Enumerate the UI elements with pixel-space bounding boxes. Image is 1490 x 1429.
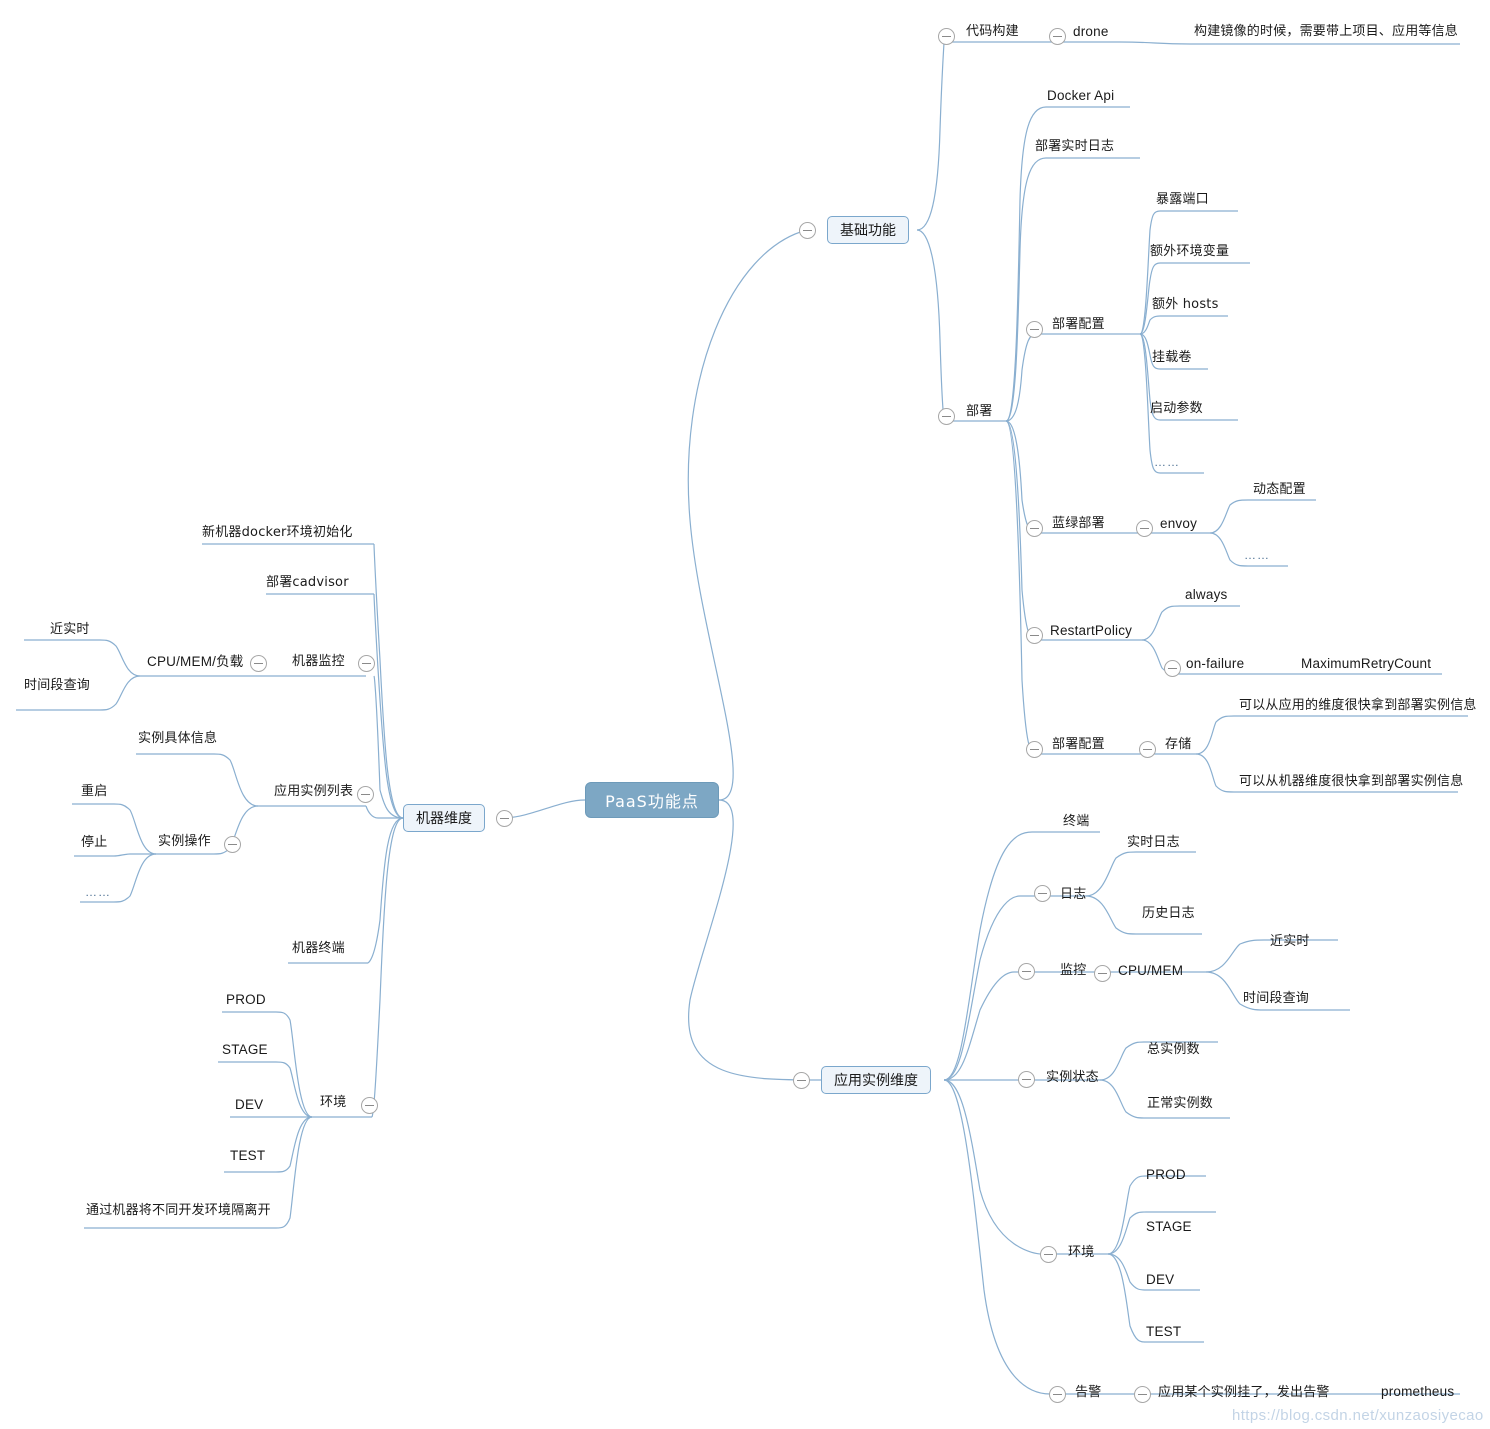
collapse-toggle-restart-policy[interactable] bbox=[1026, 627, 1043, 644]
node-cpu-mem-load[interactable]: CPU/MEM/负载 bbox=[147, 654, 244, 669]
node-envoy[interactable]: envoy bbox=[1160, 516, 1198, 531]
node-new-machine-docker-init[interactable]: 新机器docker环境初始化 bbox=[202, 525, 353, 540]
node-deploy-cadvisor[interactable]: 部署cadvisor bbox=[266, 575, 349, 590]
collapse-toggle-machine-dimension[interactable] bbox=[496, 810, 513, 827]
node-env-test-right[interactable]: TEST bbox=[1146, 1324, 1182, 1339]
node-dynamic-config[interactable]: 动态配置 bbox=[1253, 482, 1306, 497]
node-deploy-realtime-log[interactable]: 部署实时日志 bbox=[1035, 139, 1115, 154]
node-cpu-mem[interactable]: CPU/MEM bbox=[1118, 963, 1184, 978]
node-maximum-retry-count[interactable]: MaximumRetryCount bbox=[1301, 656, 1432, 671]
node-machine-monitoring[interactable]: 机器监控 bbox=[292, 654, 345, 669]
collapse-toggle-drone[interactable] bbox=[1049, 28, 1066, 45]
node-code-build[interactable]: 代码构建 bbox=[966, 24, 1019, 39]
collapse-toggle-blue-green-deploy[interactable] bbox=[1026, 520, 1043, 537]
collapse-toggle-instance-status[interactable] bbox=[1018, 1071, 1035, 1088]
node-terminal[interactable]: 终端 bbox=[1063, 814, 1090, 829]
node-environment-left[interactable]: 环境 bbox=[320, 1095, 347, 1110]
node-realtime-log[interactable]: 实时日志 bbox=[1127, 835, 1180, 850]
node-instance-operations[interactable]: 实例操作 bbox=[158, 834, 211, 849]
node-stop[interactable]: 停止 bbox=[81, 835, 108, 850]
node-instance-ops-ellipsis[interactable]: …… bbox=[85, 885, 111, 899]
node-prometheus[interactable]: prometheus bbox=[1381, 1384, 1455, 1399]
node-alert[interactable]: 告警 bbox=[1075, 1385, 1102, 1400]
node-env-isolation-note[interactable]: 通过机器将不同开发环境隔离开 bbox=[86, 1203, 271, 1218]
node-machine-terminal[interactable]: 机器终端 bbox=[292, 941, 345, 956]
node-env-test-left[interactable]: TEST bbox=[230, 1148, 266, 1163]
collapse-toggle-app-instance-dimension[interactable] bbox=[793, 1072, 810, 1089]
node-instance-detail[interactable]: 实例具体信息 bbox=[138, 731, 218, 746]
node-drone-note[interactable]: 构建镜像的时候，需要带上项目、应用等信息 bbox=[1194, 24, 1459, 39]
node-storage-note-machine[interactable]: 可以从机器维度很快拿到部署实例信息 bbox=[1239, 774, 1464, 789]
node-restart-always[interactable]: always bbox=[1185, 587, 1228, 602]
node-logs[interactable]: 日志 bbox=[1060, 887, 1087, 902]
node-env-stage-left[interactable]: STAGE bbox=[222, 1042, 268, 1057]
collapse-toggle-deploy-config-1[interactable] bbox=[1026, 321, 1043, 338]
collapse-toggle-cpu-mem-load[interactable] bbox=[250, 655, 267, 672]
node-deploy[interactable]: 部署 bbox=[966, 404, 993, 419]
node-drone[interactable]: drone bbox=[1073, 24, 1109, 39]
node-instance-status[interactable]: 实例状态 bbox=[1046, 1070, 1099, 1085]
node-expose-port[interactable]: 暴露端口 bbox=[1156, 192, 1209, 207]
collapse-toggle-app-instance-list[interactable] bbox=[357, 786, 374, 803]
collapse-toggle-code-build[interactable] bbox=[938, 28, 955, 45]
node-deploy-config-1[interactable]: 部署配置 bbox=[1052, 317, 1105, 332]
collapse-toggle-on-failure[interactable] bbox=[1164, 660, 1181, 677]
node-storage-note-app[interactable]: 可以从应用的维度很快拿到部署实例信息 bbox=[1239, 698, 1477, 713]
collapse-toggle-envoy[interactable] bbox=[1136, 520, 1153, 537]
node-time-range-query-left[interactable]: 时间段查询 bbox=[24, 678, 91, 693]
node-extra-hosts[interactable]: 额外 hosts bbox=[1152, 297, 1219, 312]
node-monitoring[interactable]: 监控 bbox=[1060, 963, 1087, 978]
node-near-realtime-right[interactable]: 近实时 bbox=[1270, 934, 1310, 949]
node-deploy-config-2[interactable]: 部署配置 bbox=[1052, 737, 1105, 752]
collapse-toggle-instance-operations[interactable] bbox=[224, 836, 241, 853]
branch-node-basic-features[interactable]: 基础功能 bbox=[827, 216, 909, 244]
node-env-dev-right[interactable]: DEV bbox=[1146, 1272, 1175, 1287]
node-extra-env-vars[interactable]: 额外环境变量 bbox=[1150, 244, 1230, 259]
node-total-instances[interactable]: 总实例数 bbox=[1147, 1042, 1200, 1057]
root-node[interactable]: PaaS功能点 bbox=[585, 782, 719, 818]
collapse-toggle-logs[interactable] bbox=[1034, 885, 1051, 902]
node-restart[interactable]: 重启 bbox=[81, 784, 108, 799]
collapse-toggle-alert-description[interactable] bbox=[1134, 1386, 1151, 1403]
node-deploy-config-ellipsis[interactable]: …… bbox=[1154, 455, 1180, 469]
node-mount-volume[interactable]: 挂载卷 bbox=[1152, 350, 1192, 365]
node-startup-params[interactable]: 启动参数 bbox=[1150, 401, 1203, 416]
collapse-toggle-machine-monitoring[interactable] bbox=[358, 655, 375, 672]
collapse-toggle-deploy[interactable] bbox=[938, 408, 955, 425]
branch-node-app-instance-dimension[interactable]: 应用实例维度 bbox=[821, 1066, 931, 1094]
node-time-range-query-right[interactable]: 时间段查询 bbox=[1243, 991, 1310, 1006]
node-env-dev-left[interactable]: DEV bbox=[235, 1097, 264, 1112]
collapse-toggle-alert[interactable] bbox=[1049, 1386, 1066, 1403]
node-app-instance-list[interactable]: 应用实例列表 bbox=[274, 784, 354, 799]
node-blue-green-deploy[interactable]: 蓝绿部署 bbox=[1052, 516, 1105, 531]
node-history-log[interactable]: 历史日志 bbox=[1142, 906, 1195, 921]
node-healthy-instances[interactable]: 正常实例数 bbox=[1147, 1096, 1214, 1111]
node-restart-on-failure[interactable]: on-failure bbox=[1186, 656, 1245, 671]
collapse-toggle-deploy-config-2[interactable] bbox=[1026, 741, 1043, 758]
node-envoy-ellipsis[interactable]: …… bbox=[1244, 548, 1270, 562]
collapse-toggle-monitoring[interactable] bbox=[1018, 963, 1035, 980]
node-env-stage-right[interactable]: STAGE bbox=[1146, 1219, 1192, 1234]
collapse-toggle-environment-right[interactable] bbox=[1040, 1246, 1057, 1263]
node-env-prod-right[interactable]: PROD bbox=[1146, 1167, 1186, 1182]
collapse-toggle-cpu-mem[interactable] bbox=[1094, 965, 1111, 982]
node-near-realtime-left[interactable]: 近实时 bbox=[50, 622, 90, 637]
collapse-toggle-environment-left[interactable] bbox=[361, 1097, 378, 1114]
node-docker-api[interactable]: Docker Api bbox=[1047, 88, 1115, 103]
node-restart-policy[interactable]: RestartPolicy bbox=[1050, 623, 1133, 638]
node-environment-right[interactable]: 环境 bbox=[1068, 1245, 1095, 1260]
node-storage[interactable]: 存储 bbox=[1165, 737, 1192, 752]
branch-node-machine-dimension[interactable]: 机器维度 bbox=[403, 804, 485, 832]
collapse-toggle-storage[interactable] bbox=[1139, 741, 1156, 758]
node-alert-description[interactable]: 应用某个实例挂了，发出告警 bbox=[1158, 1385, 1330, 1400]
watermark: https://blog.csdn.net/xunzaosiyecao bbox=[1232, 1407, 1484, 1424]
collapse-toggle-basic-features[interactable] bbox=[799, 222, 816, 239]
node-env-prod-left[interactable]: PROD bbox=[226, 992, 266, 1007]
